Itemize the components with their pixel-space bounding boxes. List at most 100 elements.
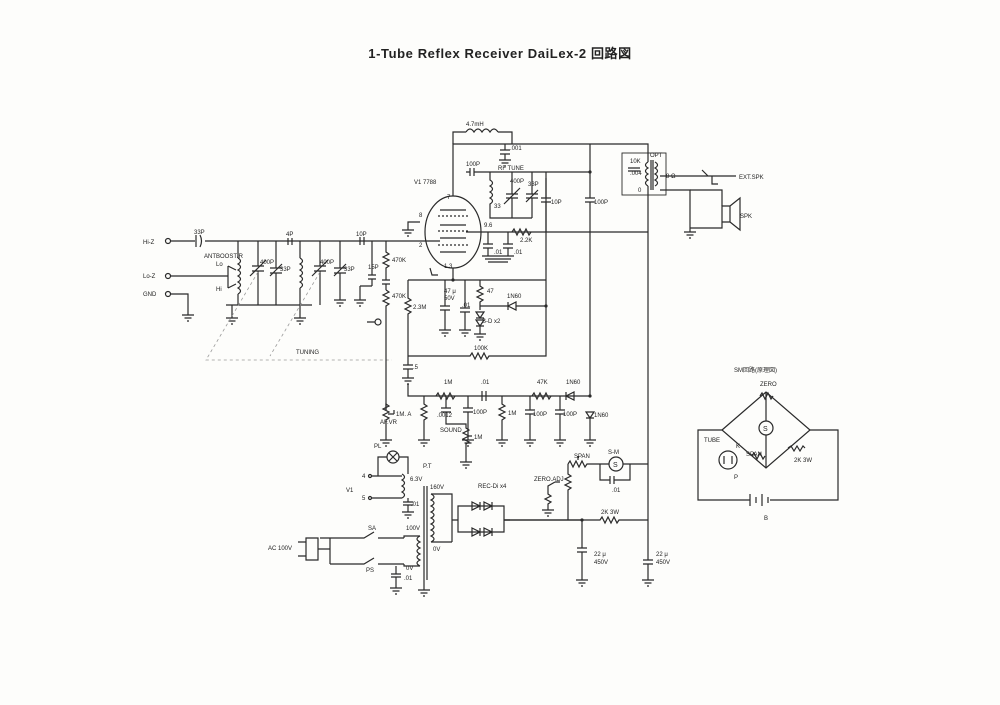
ac-label: AC 100V [268,546,292,552]
v63-label: 6.3V [410,477,422,483]
pt-primary [403,535,422,567]
audio-cap-0012 [441,396,451,420]
zero-adj-label: ZERO.ADJ [534,477,564,483]
c10p-label: 10P [551,200,562,206]
pt-core [423,486,428,580]
sound-label: SOUND [440,428,462,434]
audio-diode-1n60-a [564,391,575,401]
ps-label: PS [366,568,374,574]
rf-variable-cap-400p [503,172,521,218]
c47u-label: 47 μ [444,289,456,295]
rf-plate-section: 4.7mH .001 100P RF TUNE 33 400P 33P 10P … [452,122,608,396]
antenna-input-terminals: Hi-Z Lo-Z GND 33P [143,230,420,322]
c004-label: .004 [630,171,642,177]
r1m-b-label: 1M [508,411,516,417]
opt-label: OPT [650,153,663,159]
v100-label: 100V [406,526,420,532]
cap-15p [359,241,376,300]
d1n60-a-label: 1N60 [566,380,581,386]
cap-10p-rf [541,172,551,232]
afvr-label: AF.VR [380,420,398,426]
tuning-label: TUNING [296,350,319,356]
audio-cap-100p-c [555,396,565,440]
l33-label: 33 [494,204,501,210]
pt-label: P.T [423,464,432,470]
cathode-cap-01 [460,280,470,330]
audio-cap-100p-a [463,396,473,440]
hi-tap-label: Hi [216,287,222,293]
c5-label: .5 [413,365,419,371]
variable-cap-1 [249,241,267,305]
tube-plate [440,209,466,253]
tuning-gang-link [205,271,392,361]
tube-name-label: V1 7788 [414,180,437,186]
output-stage: OPT 10K .004 0 8 Ω EXT.SPK SPK [590,143,764,239]
pin-7-label: 7 [447,195,451,201]
pin5-label: 5 [362,496,366,502]
ext-spk-label: EXT.SPK [739,175,764,181]
rf-coil-33 [488,172,532,219]
tc2-label: 33P [344,267,355,273]
opt-zero-label: 0 [638,188,642,194]
sm-2k3w-label: 2K 3W [794,458,812,464]
coupling-cap-4p [287,238,293,245]
grid-cap-label: 10P [356,232,367,238]
lo-tap-label: Lo [216,262,223,268]
rf-trimmer-33p [525,172,539,218]
sm-inset-title: SM回路(原理図) [734,366,777,374]
c01-b-label: .01 [514,250,523,256]
pin-13-label: 1.3 [444,264,453,270]
rf-coil-2 [298,257,304,289]
audio-resistor-47k [531,391,552,401]
cathode-resistor-47 [475,280,485,310]
antboost-label: ANTBOOST/R [204,254,244,260]
audio-diode-1n60-b [584,411,596,440]
filter-cap1-v-label: 450V [594,560,608,566]
c100p-b-label: 100P [533,412,547,418]
sm-p-label: P [734,475,738,481]
span-pot [567,456,648,469]
gnd-terminal [164,290,172,298]
output-transformer-box [621,152,667,196]
audio-cap-100p-b [525,396,535,440]
l47mh-label: 4.7mH [466,122,484,128]
switch-sa [320,531,404,539]
input-cap-label: 33P [194,230,205,236]
opt-shunt-cap [628,167,640,172]
c0012-label: .0012 [437,413,453,419]
cap-05 [403,360,413,378]
bridge-rectifier [452,501,510,537]
zero-adj-pot [543,464,573,520]
pin-2-label: 2 [419,243,423,249]
meter-c01-label: .01 [612,488,621,494]
meter-cap-01 [599,464,631,484]
sa-label: SA [368,526,376,532]
heater-winding [384,470,409,499]
ac-c01-label: .01 [404,576,413,582]
r23m-label: 2.3M [413,305,426,311]
opt-8ohm-label: 8 Ω [666,174,676,180]
audio-resistor-1m-a [419,396,429,440]
gnd-terminal-label: GND [143,292,157,298]
filter-cap2-v-label: 450V [656,560,670,566]
sm-battery-label: B [764,516,768,522]
c01-a-label: .01 [494,250,503,256]
trimmer-cap-2 [333,241,347,290]
antenna-tuning-section: ANTBOOST/R Lo Hi 400P 33P 4P 400P 33P TU… [204,232,392,361]
r47k-label: 47K [537,380,548,386]
vacuum-tube-v1: V1 7788 7 8 2 9.6 1.3 2.3M 47 μ 50V .01 … [402,143,648,385]
r22k-label: 2.2K [520,238,532,244]
c01-audio-label: .01 [481,380,490,386]
r470k-b-label: 470K [392,294,406,300]
vr-label: 1M. A [396,412,411,418]
variable-cap-2 [311,241,329,305]
sm-span-resistor [751,451,766,461]
diagram-title: 1-Tube Reflex Receiver DaiLex-2 回路図 [368,46,632,61]
r47-label: 47 [487,289,494,295]
r100k-label: 100K [474,346,488,352]
cathode-resistor-23m [403,280,413,360]
sm-principle-inset: SM回路(原理図) ZERO S TUBE K P SPAN 2K 3W B [697,366,839,522]
sm-meter-glyph: S [763,426,768,433]
speaker [690,196,741,232]
